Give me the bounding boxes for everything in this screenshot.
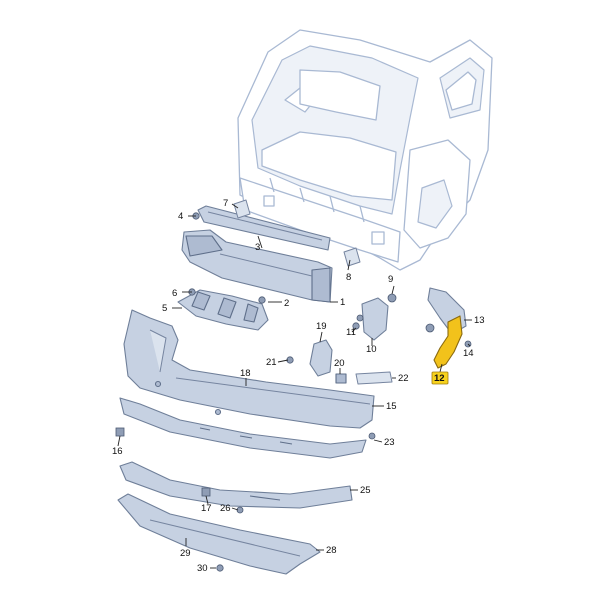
- callout-20: 20: [334, 358, 345, 369]
- part-lower-valance: [119, 397, 367, 459]
- part-3-upper-rail: [197, 205, 331, 251]
- callout-3: 3: [255, 242, 260, 253]
- callout-14: 14: [463, 348, 474, 359]
- callout-11: 11: [346, 327, 356, 338]
- part-15-bumper-cover: [123, 309, 375, 429]
- callout-30: 30: [197, 563, 208, 574]
- callout-26: 26: [220, 503, 231, 514]
- callout-6: 6: [172, 288, 177, 299]
- part-7-bracket: [233, 199, 251, 219]
- part-12-highlighted-bracket: [433, 315, 463, 369]
- callout-8: 8: [346, 272, 351, 283]
- part-28-underbody-panel: [117, 493, 321, 575]
- callout-16: 16: [112, 446, 123, 457]
- callout-7: 7: [223, 198, 228, 209]
- part-25-lower-trim: [119, 461, 353, 509]
- callout-21: 21: [266, 357, 277, 368]
- callout-12-highlight: [431, 371, 449, 385]
- callout-19: 19: [316, 321, 327, 332]
- part-19-clip: [309, 339, 333, 377]
- callout-5: 5: [162, 303, 167, 314]
- callout-labels: 4 7 3 8 6 2 1 5 9 11 10 13 14 12 15 16 1…: [112, 198, 485, 574]
- part-22-reflector: [355, 371, 393, 385]
- callout-1: 1: [340, 297, 345, 308]
- callout-9: 9: [388, 274, 393, 285]
- callout-22: 22: [398, 373, 409, 384]
- part-8-bracket: [343, 247, 361, 267]
- callout-4: 4: [178, 211, 183, 222]
- part-10-side-bracket: [356, 293, 397, 341]
- callout-12: 12: [434, 373, 445, 384]
- part-20-clip: [335, 373, 347, 384]
- leader-lines: [117, 203, 472, 569]
- callout-15: 15: [386, 401, 397, 412]
- callout-13: 13: [474, 315, 485, 326]
- callout-25: 25: [360, 485, 371, 496]
- callout-2: 2: [284, 298, 289, 309]
- callout-28: 28: [326, 545, 337, 556]
- vehicle-rear-body: [237, 29, 493, 271]
- callout-23: 23: [384, 437, 395, 448]
- callout-17: 17: [201, 503, 212, 514]
- callout-10: 10: [366, 344, 377, 355]
- callout-18: 18: [240, 368, 251, 379]
- part-5-energy-absorber: [177, 289, 269, 331]
- callout-29: 29: [180, 548, 191, 559]
